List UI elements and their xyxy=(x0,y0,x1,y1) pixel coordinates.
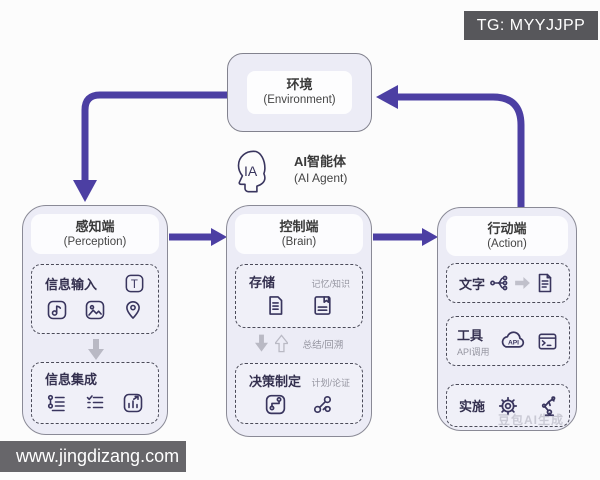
implement-box: 实施 xyxy=(446,384,570,427)
decision-label: 决策制定 xyxy=(249,374,302,389)
tool-label: 工具 xyxy=(457,327,484,343)
loop-row: 总结/回溯 xyxy=(235,334,363,353)
branch-share-icon xyxy=(490,275,508,291)
circuit-icon xyxy=(265,394,286,415)
document-icon xyxy=(538,273,552,293)
arrow-environment-to-perception xyxy=(81,91,227,182)
head-profile-icon: IA xyxy=(237,150,266,193)
storage-label: 存储 xyxy=(249,275,276,290)
terminal-icon xyxy=(538,333,557,349)
arrowhead-left-icon xyxy=(376,85,398,109)
text-icon-glyph: T xyxy=(131,279,138,291)
loop-note: 总结/回溯 xyxy=(302,339,344,351)
brain-title: 控制端 xyxy=(279,219,319,234)
action-header: 行动端 (Action) xyxy=(446,216,568,256)
brain-subtitle: (Brain) xyxy=(281,236,317,249)
perception-title: 感知端 xyxy=(75,219,115,234)
tool-box: 工具 API调用 API xyxy=(446,316,570,366)
action-title: 行动端 xyxy=(487,221,527,236)
storage-box: 存储 记忆/知识 xyxy=(235,264,363,328)
agent-title: AI智能体 xyxy=(294,154,347,170)
api-cloud-icon: API xyxy=(501,331,524,348)
checklist-icon xyxy=(86,395,104,409)
api-text: API xyxy=(508,340,519,347)
environment-subtitle: (Environment) xyxy=(263,94,336,107)
tg-badge: TG: MYYJJPP xyxy=(464,11,598,40)
nodes-link-icon xyxy=(313,395,332,414)
arrow-action-to-environment xyxy=(396,93,525,207)
action-column: 行动端 (Action) 文字 工具 API调用 xyxy=(437,207,577,431)
agent-label: AI智能体 (AI Agent) xyxy=(294,154,347,185)
action-subtitle: (Action) xyxy=(487,238,527,251)
implement-label: 实施 xyxy=(459,399,486,414)
decision-note: 计划/论证 xyxy=(311,378,350,388)
right-arrow-icon xyxy=(515,277,530,289)
down-arrow-icon xyxy=(88,339,104,360)
up-arrow-icon xyxy=(274,334,288,353)
ai-watermark: 豆包AI生成 xyxy=(498,413,565,427)
text-output-box: 文字 xyxy=(446,263,570,303)
site-watermark-bar: www.jingdizang.com xyxy=(0,441,186,472)
arrowhead-right-icon xyxy=(422,228,438,246)
robot-arm-icon xyxy=(541,395,556,416)
perception-header: 感知端 (Perception) xyxy=(31,214,159,254)
environment-label: 环境 (Environment) xyxy=(247,71,352,114)
down-arrow-icon xyxy=(254,334,268,352)
agent-subtitle: (AI Agent) xyxy=(294,170,348,185)
text-icon: T xyxy=(125,274,144,293)
perception-column: 感知端 (Perception) 信息输入 T xyxy=(22,205,168,435)
text-output-label: 文字 xyxy=(459,276,486,292)
perception-subtitle: (Perception) xyxy=(63,236,127,249)
gear-icon xyxy=(498,396,518,415)
info-integration-label: 信息集成 xyxy=(45,372,98,387)
arrowhead-down-icon xyxy=(73,180,97,202)
info-integration-box: 信息集成 xyxy=(31,362,159,424)
sliders-list-icon xyxy=(47,394,65,412)
location-icon xyxy=(126,301,140,319)
agent-icon-text: IA xyxy=(244,163,258,179)
tool-note: API调用 xyxy=(457,346,490,357)
notebook-bookmark-icon xyxy=(314,296,331,315)
storage-note: 记忆/知识 xyxy=(311,279,350,289)
arrowhead-right-icon xyxy=(211,228,227,246)
brain-column: 控制端 (Brain) 存储 记忆/知识 xyxy=(226,205,372,437)
audio-icon xyxy=(47,300,67,320)
brain-header: 控制端 (Brain) xyxy=(235,214,363,254)
environment-box: 环境 (Environment) xyxy=(227,53,372,132)
bar-chart-icon xyxy=(123,393,143,413)
info-input-box: 信息输入 T xyxy=(31,264,159,334)
image-icon xyxy=(85,300,105,320)
environment-title: 环境 xyxy=(286,77,313,93)
decision-box: 决策制定 计划/论证 xyxy=(235,363,363,424)
ai-agent: IA AI智能体 (AI Agent) xyxy=(230,146,347,194)
memory-card-icon xyxy=(269,296,283,315)
info-input-label: 信息输入 xyxy=(45,277,98,292)
